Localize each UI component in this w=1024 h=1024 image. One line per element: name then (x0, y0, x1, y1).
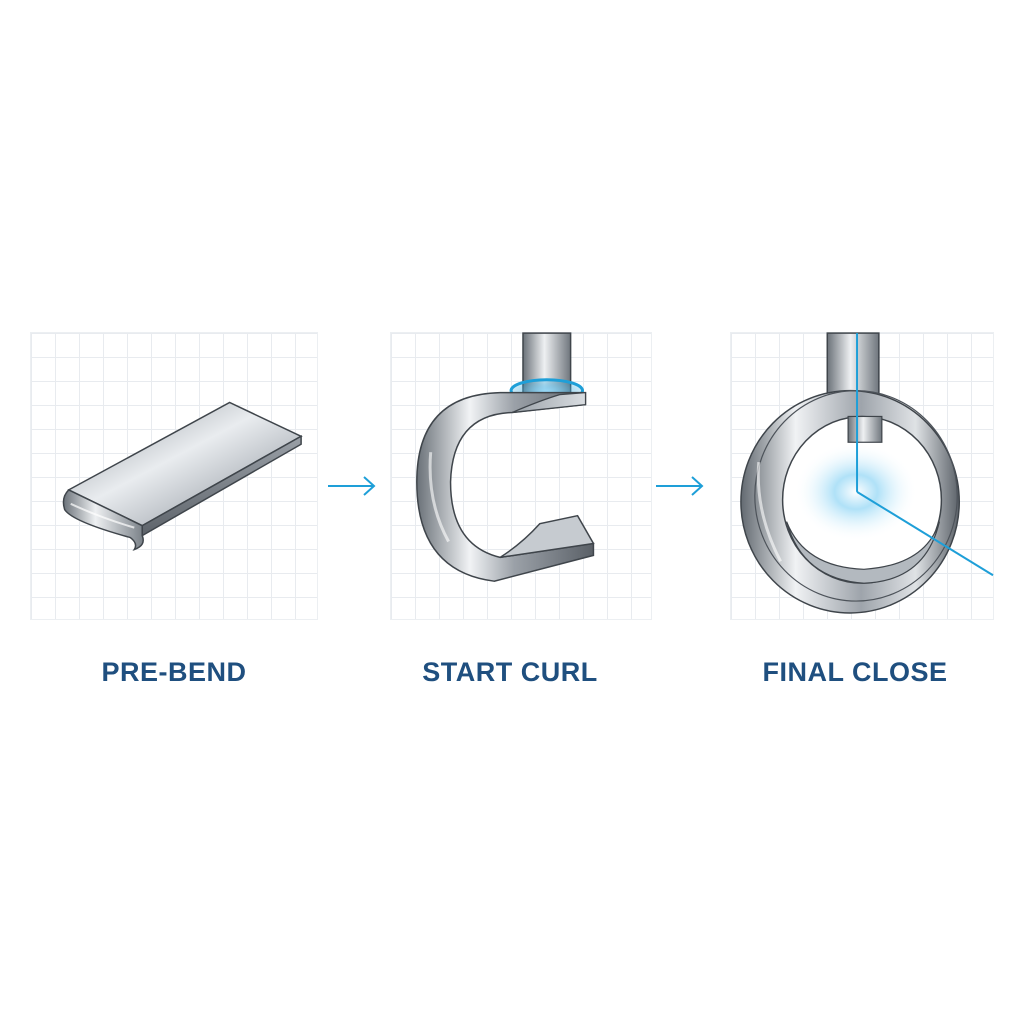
arrow-right-icon (656, 476, 704, 496)
start-curl-panel (390, 332, 652, 620)
step-label-start-curl: START CURL (422, 657, 598, 687)
closed-ring-icon (740, 332, 994, 614)
c-curl-icon (416, 332, 595, 582)
pre-bend-panel (30, 332, 318, 620)
final-close-panel (730, 332, 994, 620)
flat-strip-icon (62, 401, 303, 551)
arrow-right-icon (328, 476, 376, 496)
step-label-pre-bend: PRE-BEND (101, 657, 247, 687)
step-label-final-close: FINAL CLOSE (762, 657, 948, 687)
